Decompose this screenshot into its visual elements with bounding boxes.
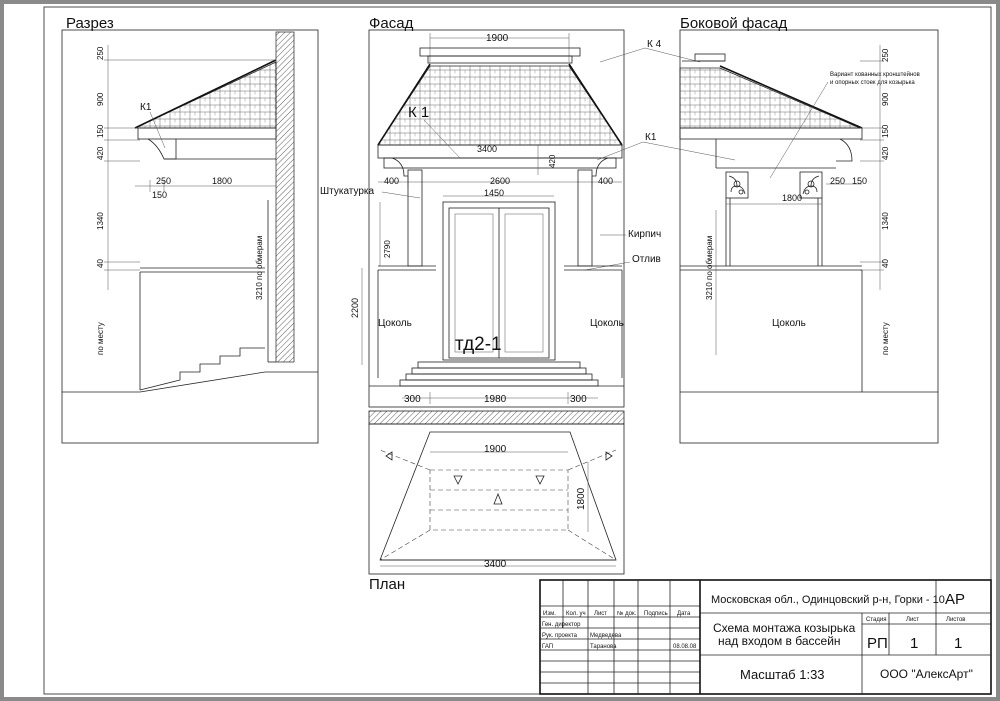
door-mark: тд2-1 — [455, 334, 502, 355]
title-line-2: над входом в бассейн — [718, 634, 841, 648]
side-by-measure: 3210 по обмерам — [705, 236, 714, 300]
stage-hdr: Стадия — [866, 617, 886, 623]
frame — [43, 6, 992, 695]
facade-plinth-left: Цоколь — [378, 318, 412, 329]
forged-bracket-right — [799, 171, 823, 199]
section-dim-w0: 250 — [156, 176, 171, 186]
section-dim-h4: 1340 — [96, 212, 105, 230]
k1-leader-label: К1 — [645, 132, 657, 143]
person-1: Медведева — [590, 633, 622, 639]
section-dim-h2: 150 — [96, 124, 105, 138]
section-dim-w2: 150 — [152, 190, 167, 200]
side-title: Боковой фасад — [680, 15, 787, 32]
side-by-place: по месту — [881, 322, 890, 355]
side-note-1: Вариант кованных кронштейнов — [830, 71, 920, 78]
sheet-num: 1 — [910, 635, 918, 652]
plan-dim-depth: 1800 — [576, 487, 587, 510]
section-by-place: по месту — [96, 322, 105, 355]
forged-bracket-left — [725, 171, 749, 199]
person-2: Таранова — [590, 644, 617, 650]
side-dim-h2: 150 — [881, 124, 890, 138]
plan-title: План — [369, 576, 405, 593]
side-dim-h1: 900 — [881, 92, 890, 106]
col-0: Изм. — [543, 611, 556, 617]
facade-dim-door: 1450 — [484, 188, 504, 198]
facade-plinth-right: Цоколь — [590, 318, 624, 329]
side-note-2: и опорных стоек для козырька — [830, 80, 915, 86]
col-5: Дата — [677, 611, 691, 617]
side-dim-w1: 150 — [852, 176, 867, 186]
side-dim-bracket: 1800 — [782, 193, 802, 203]
sheet-hdr: Лист — [906, 617, 919, 623]
facade-k1-label: К 1 — [408, 104, 429, 121]
sheets-hdr: Листов — [946, 617, 966, 623]
facade-dim-row1: 2600 — [490, 176, 510, 186]
facade-dim-row2: 400 — [598, 176, 613, 186]
door-frame — [442, 201, 556, 361]
drip-label: Отлив — [632, 254, 661, 265]
facade-dim-2790: 2790 — [383, 240, 392, 258]
col-2: Лист — [594, 611, 607, 617]
side-facade-view: Боковой фасад Вариант кованных кронштейн… — [679, 15, 939, 444]
plan-view: План 1900 1800 3400 — [368, 410, 625, 593]
section-k1-label: К1 — [140, 102, 152, 113]
col-4: Подпись — [644, 611, 668, 617]
section-wall — [275, 31, 295, 363]
side-dim-h3: 420 — [881, 146, 890, 160]
facade-dim-3400: 3400 — [477, 144, 497, 154]
facade-view: Фасад 1900 3400 420 К 1 К 4 К1 — [320, 15, 736, 408]
stage: РП — [867, 635, 888, 652]
scale: Масштаб 1:33 — [740, 667, 825, 682]
facade-dim-2200: 2200 — [350, 298, 360, 318]
role-1: Рук. проекта — [542, 633, 578, 639]
facade-dim-b1: 1980 — [484, 394, 507, 405]
col-3: № док. — [617, 610, 637, 617]
section-dim-h0: 250 — [96, 46, 105, 60]
facade-dim-row0: 400 — [384, 176, 399, 186]
plaster-label: Штукатурка — [320, 186, 375, 197]
facade-title: Фасад — [369, 15, 414, 32]
side-dim-h0: 250 — [881, 48, 890, 62]
role-0: Ген. директор — [542, 622, 581, 628]
section-title: Разрез — [66, 15, 114, 32]
side-plinth: Цоколь — [772, 318, 806, 329]
brick-label: Кирпич — [628, 229, 661, 240]
role-2: ГАП — [542, 644, 553, 650]
facade-dim-b0: 300 — [404, 394, 421, 405]
k4-label: К 4 — [647, 39, 662, 50]
facade-dim-b2: 300 — [570, 394, 587, 405]
sheets-num: 1 — [954, 635, 962, 652]
section-dim-h5: 40 — [96, 259, 105, 268]
facade-dim-top: 1900 — [486, 33, 509, 44]
section-by-measure: 3210 по обмерам — [255, 236, 264, 300]
title-line-1: Схема монтажа козырька — [713, 621, 856, 635]
side-dim-w0: 250 — [830, 176, 845, 186]
plan-wall — [368, 410, 625, 425]
section-dim-h1: 900 — [96, 92, 105, 106]
facade-dim-420: 420 — [548, 154, 557, 168]
side-dim-h4: 1340 — [881, 212, 890, 230]
section-dim-h3: 420 — [96, 146, 105, 160]
plan-dim-bottom: 3400 — [484, 559, 507, 570]
sheet-code: АР — [945, 591, 965, 608]
section-dim-w1: 1800 — [212, 176, 232, 186]
plan-dim-top: 1900 — [484, 444, 507, 455]
side-dim-h5: 40 — [881, 259, 890, 268]
col-1: Кол. уч — [566, 611, 586, 617]
title-block: Изм. Кол. уч Лист № док. Подпись Дата Ге… — [539, 579, 992, 695]
section-view: Разрез К1 250 900 150 420 1340 4 — [61, 15, 319, 444]
address: Московская обл., Одинцовский р-н, Горки … — [711, 594, 945, 606]
date: 08.08.08 — [673, 644, 697, 650]
company: ООО "АлексАрт" — [880, 667, 973, 681]
